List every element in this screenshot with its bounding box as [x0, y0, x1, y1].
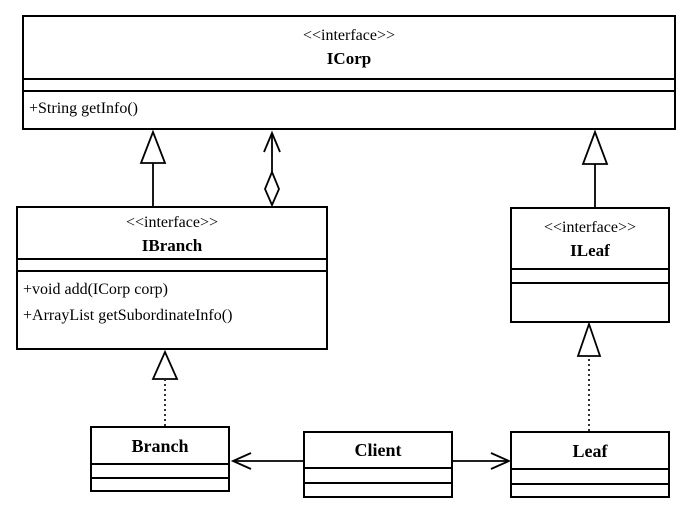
- branch-title-compartment: Branch: [92, 428, 228, 463]
- ibranch-operations-compartment: +void add(ICorp corp) +ArrayList getSubo…: [18, 270, 326, 348]
- branch-name: Branch: [131, 435, 189, 456]
- ibranch-name: IBranch: [141, 236, 203, 255]
- leaf-title-compartment: Leaf: [512, 433, 668, 468]
- icorp-operations-compartment: +String getInfo(): [24, 90, 674, 128]
- icorp-attributes-compartment: [24, 78, 674, 90]
- icorp-title-compartment: <<interface>> ICorp: [24, 17, 674, 78]
- ileaf-attributes-compartment: [512, 268, 668, 282]
- class-box-ibranch: <<interface>> IBranch +void add(ICorp co…: [16, 206, 328, 350]
- client-operations-compartment: [305, 482, 451, 496]
- aggregation-ibranch-icorp: [263, 130, 281, 208]
- icorp-operation: +String getInfo(): [29, 100, 138, 117]
- icorp-stereotype: <<interface>>: [302, 27, 396, 44]
- association-client-leaf: [453, 452, 512, 470]
- ibranch-attributes-compartment: [18, 258, 326, 270]
- association-client-branch: [230, 452, 303, 470]
- class-box-branch: Branch: [90, 426, 230, 492]
- branch-attributes-compartment: [92, 463, 228, 477]
- ileaf-stereotype: <<interface>>: [543, 219, 637, 236]
- realization-branch-ibranch: [151, 349, 179, 426]
- realization-leaf-ileaf: [576, 321, 602, 431]
- icorp-name: ICorp: [326, 49, 372, 68]
- leaf-operations-compartment: [512, 483, 668, 496]
- client-name: Client: [354, 440, 402, 460]
- class-box-client: Client: [303, 431, 453, 498]
- class-box-ileaf: <<interface>> ILeaf: [510, 207, 670, 323]
- ileaf-title-compartment: <<interface>> ILeaf: [512, 209, 668, 268]
- ibranch-operation: +ArrayList getSubordinateInfo(): [23, 307, 233, 324]
- client-attributes-compartment: [305, 467, 451, 482]
- ibranch-operation: +void add(ICorp corp): [23, 281, 168, 298]
- branch-operations-compartment: [92, 477, 228, 490]
- leaf-name: Leaf: [572, 440, 608, 461]
- ibranch-stereotype: <<interface>>: [125, 214, 219, 231]
- class-box-icorp: <<interface>> ICorp +String getInfo(): [22, 15, 676, 130]
- generalization-ileaf-icorp: [581, 129, 609, 208]
- class-box-leaf: Leaf: [510, 431, 670, 498]
- client-title-compartment: Client: [305, 433, 451, 467]
- leaf-attributes-compartment: [512, 468, 668, 483]
- ibranch-title-compartment: <<interface>> IBranch: [18, 208, 326, 258]
- generalization-ibranch-icorp: [139, 129, 167, 207]
- ileaf-name: ILeaf: [570, 241, 610, 260]
- ileaf-operations-compartment: [512, 282, 668, 321]
